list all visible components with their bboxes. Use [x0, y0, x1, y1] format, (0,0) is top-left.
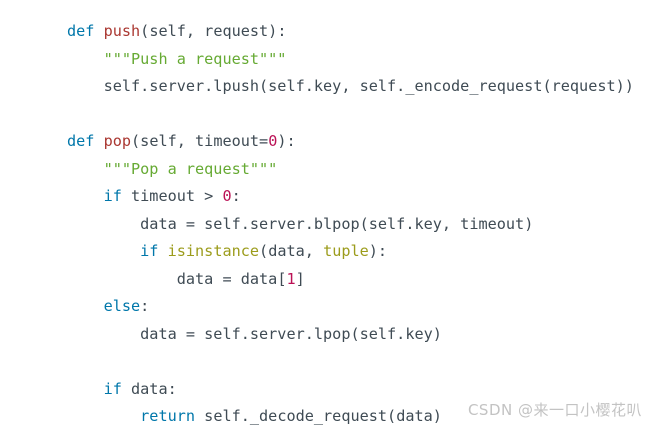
code-token-plain: (data,	[259, 242, 324, 260]
code-line: """Pop a request"""	[0, 156, 660, 184]
code-token-str: """Push a request"""	[103, 49, 287, 68]
code-token-plain: ):	[277, 132, 296, 150]
code-token-builtin: tuple	[323, 242, 369, 260]
code-token-fn: pop	[103, 132, 132, 150]
code-token-num: 0	[222, 187, 232, 205]
csdn-watermark: CSDN @来一口小樱花叭	[467, 401, 642, 419]
code-token-plain: :	[231, 187, 241, 205]
code-token-num: 0	[268, 132, 278, 150]
code-indent	[67, 215, 140, 233]
code-token-kw: def	[67, 132, 95, 150]
code-line: def pop(self, timeout=0):	[0, 128, 660, 156]
code-indent	[67, 50, 104, 68]
code-indent	[67, 187, 104, 205]
code-token-plain	[94, 132, 103, 150]
code-token-str: """Pop a request"""	[103, 159, 278, 178]
code-line	[0, 101, 660, 129]
code-indent	[67, 407, 140, 425]
code-token-plain: self._decode_request(data)	[195, 407, 442, 425]
code-indent	[67, 325, 140, 343]
code-token-plain	[94, 22, 103, 40]
code-line: def push(self, request):	[0, 18, 660, 46]
code-token-kw: if	[140, 242, 159, 260]
code-token-plain: ):	[368, 242, 388, 260]
code-line: return self._decode_request(data)	[0, 403, 660, 431]
code-line: if data:	[0, 376, 660, 404]
code-indent	[67, 242, 140, 260]
code-token-plain: :	[140, 297, 150, 315]
code-token-plain: ]	[295, 269, 305, 288]
code-line: if isinstance(data, tuple):	[0, 238, 660, 266]
code-token-kw: if	[103, 187, 122, 205]
code-token-kw: def	[67, 22, 95, 40]
code-token-fn: push	[103, 22, 141, 40]
code-token-plain: self.server.lpush(self.key, self._encode…	[103, 77, 634, 95]
code-indent	[67, 380, 104, 398]
code-token-builtin: isinstance	[167, 242, 260, 260]
code-token-plain: data:	[121, 379, 177, 398]
code-token-plain: (self, timeout=	[131, 132, 269, 150]
code-token-kw: else	[103, 297, 141, 315]
code-line: if timeout > 0:	[0, 183, 660, 211]
code-indent	[67, 270, 177, 288]
code-line: data = data[1]	[0, 266, 660, 294]
code-line: data = self.server.blpop(self.key, timeo…	[0, 211, 660, 239]
code-indent	[67, 297, 104, 315]
code-indent	[67, 77, 104, 95]
code-block: def push(self, request): """Push a reque…	[0, 18, 660, 431]
code-indent	[67, 160, 104, 178]
code-line: data = self.server.lpop(self.key)	[0, 321, 660, 349]
code-line	[0, 348, 660, 376]
code-token-plain: data = self.server.lpop(self.key)	[140, 324, 442, 343]
code-line: """Push a request"""	[0, 46, 660, 74]
code-line: else:	[0, 293, 660, 321]
code-token-plain	[158, 242, 167, 260]
code-token-kw: return	[140, 407, 196, 425]
code-token-kw: if	[103, 379, 122, 398]
code-token-plain: data = data[	[176, 269, 287, 288]
code-line: self.server.lpush(self.key, self._encode…	[0, 73, 660, 101]
code-token-num: 1	[286, 269, 296, 288]
code-token-plain: timeout >	[121, 187, 223, 205]
code-token-plain: (self, request):	[140, 22, 287, 40]
code-token-plain: data = self.server.blpop(self.key, timeo…	[140, 214, 534, 233]
